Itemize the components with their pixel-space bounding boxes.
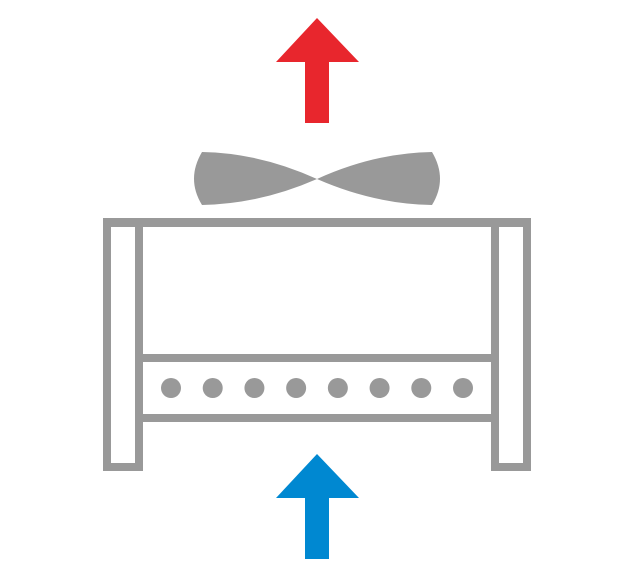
spray-nozzle [327,378,348,398]
unit-mid-bar [136,354,494,362]
unit-lower-bar [136,414,494,422]
unit-right-leg [491,218,531,471]
spray-nozzle [453,378,473,398]
nozzle-row [161,378,473,398]
spray-nozzle [244,378,265,398]
spray-nozzle [286,378,307,398]
fan-blade-right [317,152,440,205]
spray-nozzle [202,378,223,398]
spray-nozzle [161,378,181,398]
spray-nozzle [369,378,390,398]
fan-blade-left [194,152,317,205]
intake-arrow-icon [276,454,359,559]
spray-nozzle [411,378,432,398]
exhaust-arrow-icon [276,18,359,123]
unit-left-leg [103,218,143,471]
unit-frame [103,218,531,471]
unit-top-bar [105,218,531,227]
